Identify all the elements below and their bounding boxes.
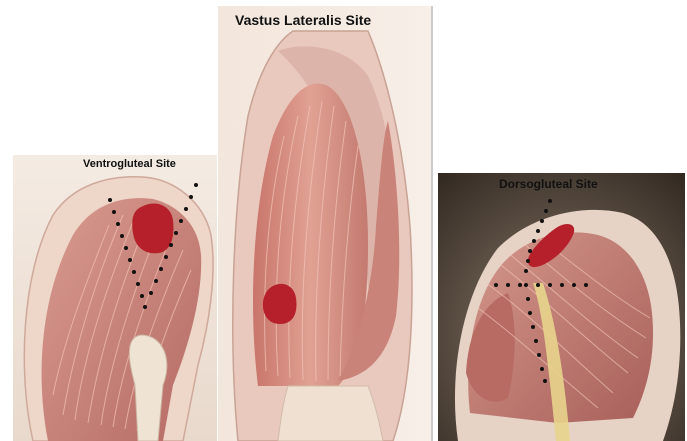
ventrogluteal-drawing (13, 155, 217, 441)
knee-tendon (278, 386, 383, 441)
dorsogluteal-drawing (438, 173, 685, 441)
injection-site-marker (132, 203, 173, 253)
injection-site-marker (263, 284, 297, 324)
vastus-lateralis-drawing (218, 6, 433, 441)
dorsogluteal-caption: Dorsogluteal Site (499, 177, 598, 191)
vastus-lateralis-illustration: Vastus Lateralis Site (218, 6, 433, 441)
vastus-lateralis-caption: Vastus Lateralis Site (235, 12, 371, 28)
dorsogluteal-illustration: Dorsogluteal Site (438, 173, 685, 441)
ventrogluteal-illustration: Ventrogluteal Site (13, 155, 217, 441)
ventrogluteal-caption: Ventrogluteal Site (83, 158, 176, 170)
